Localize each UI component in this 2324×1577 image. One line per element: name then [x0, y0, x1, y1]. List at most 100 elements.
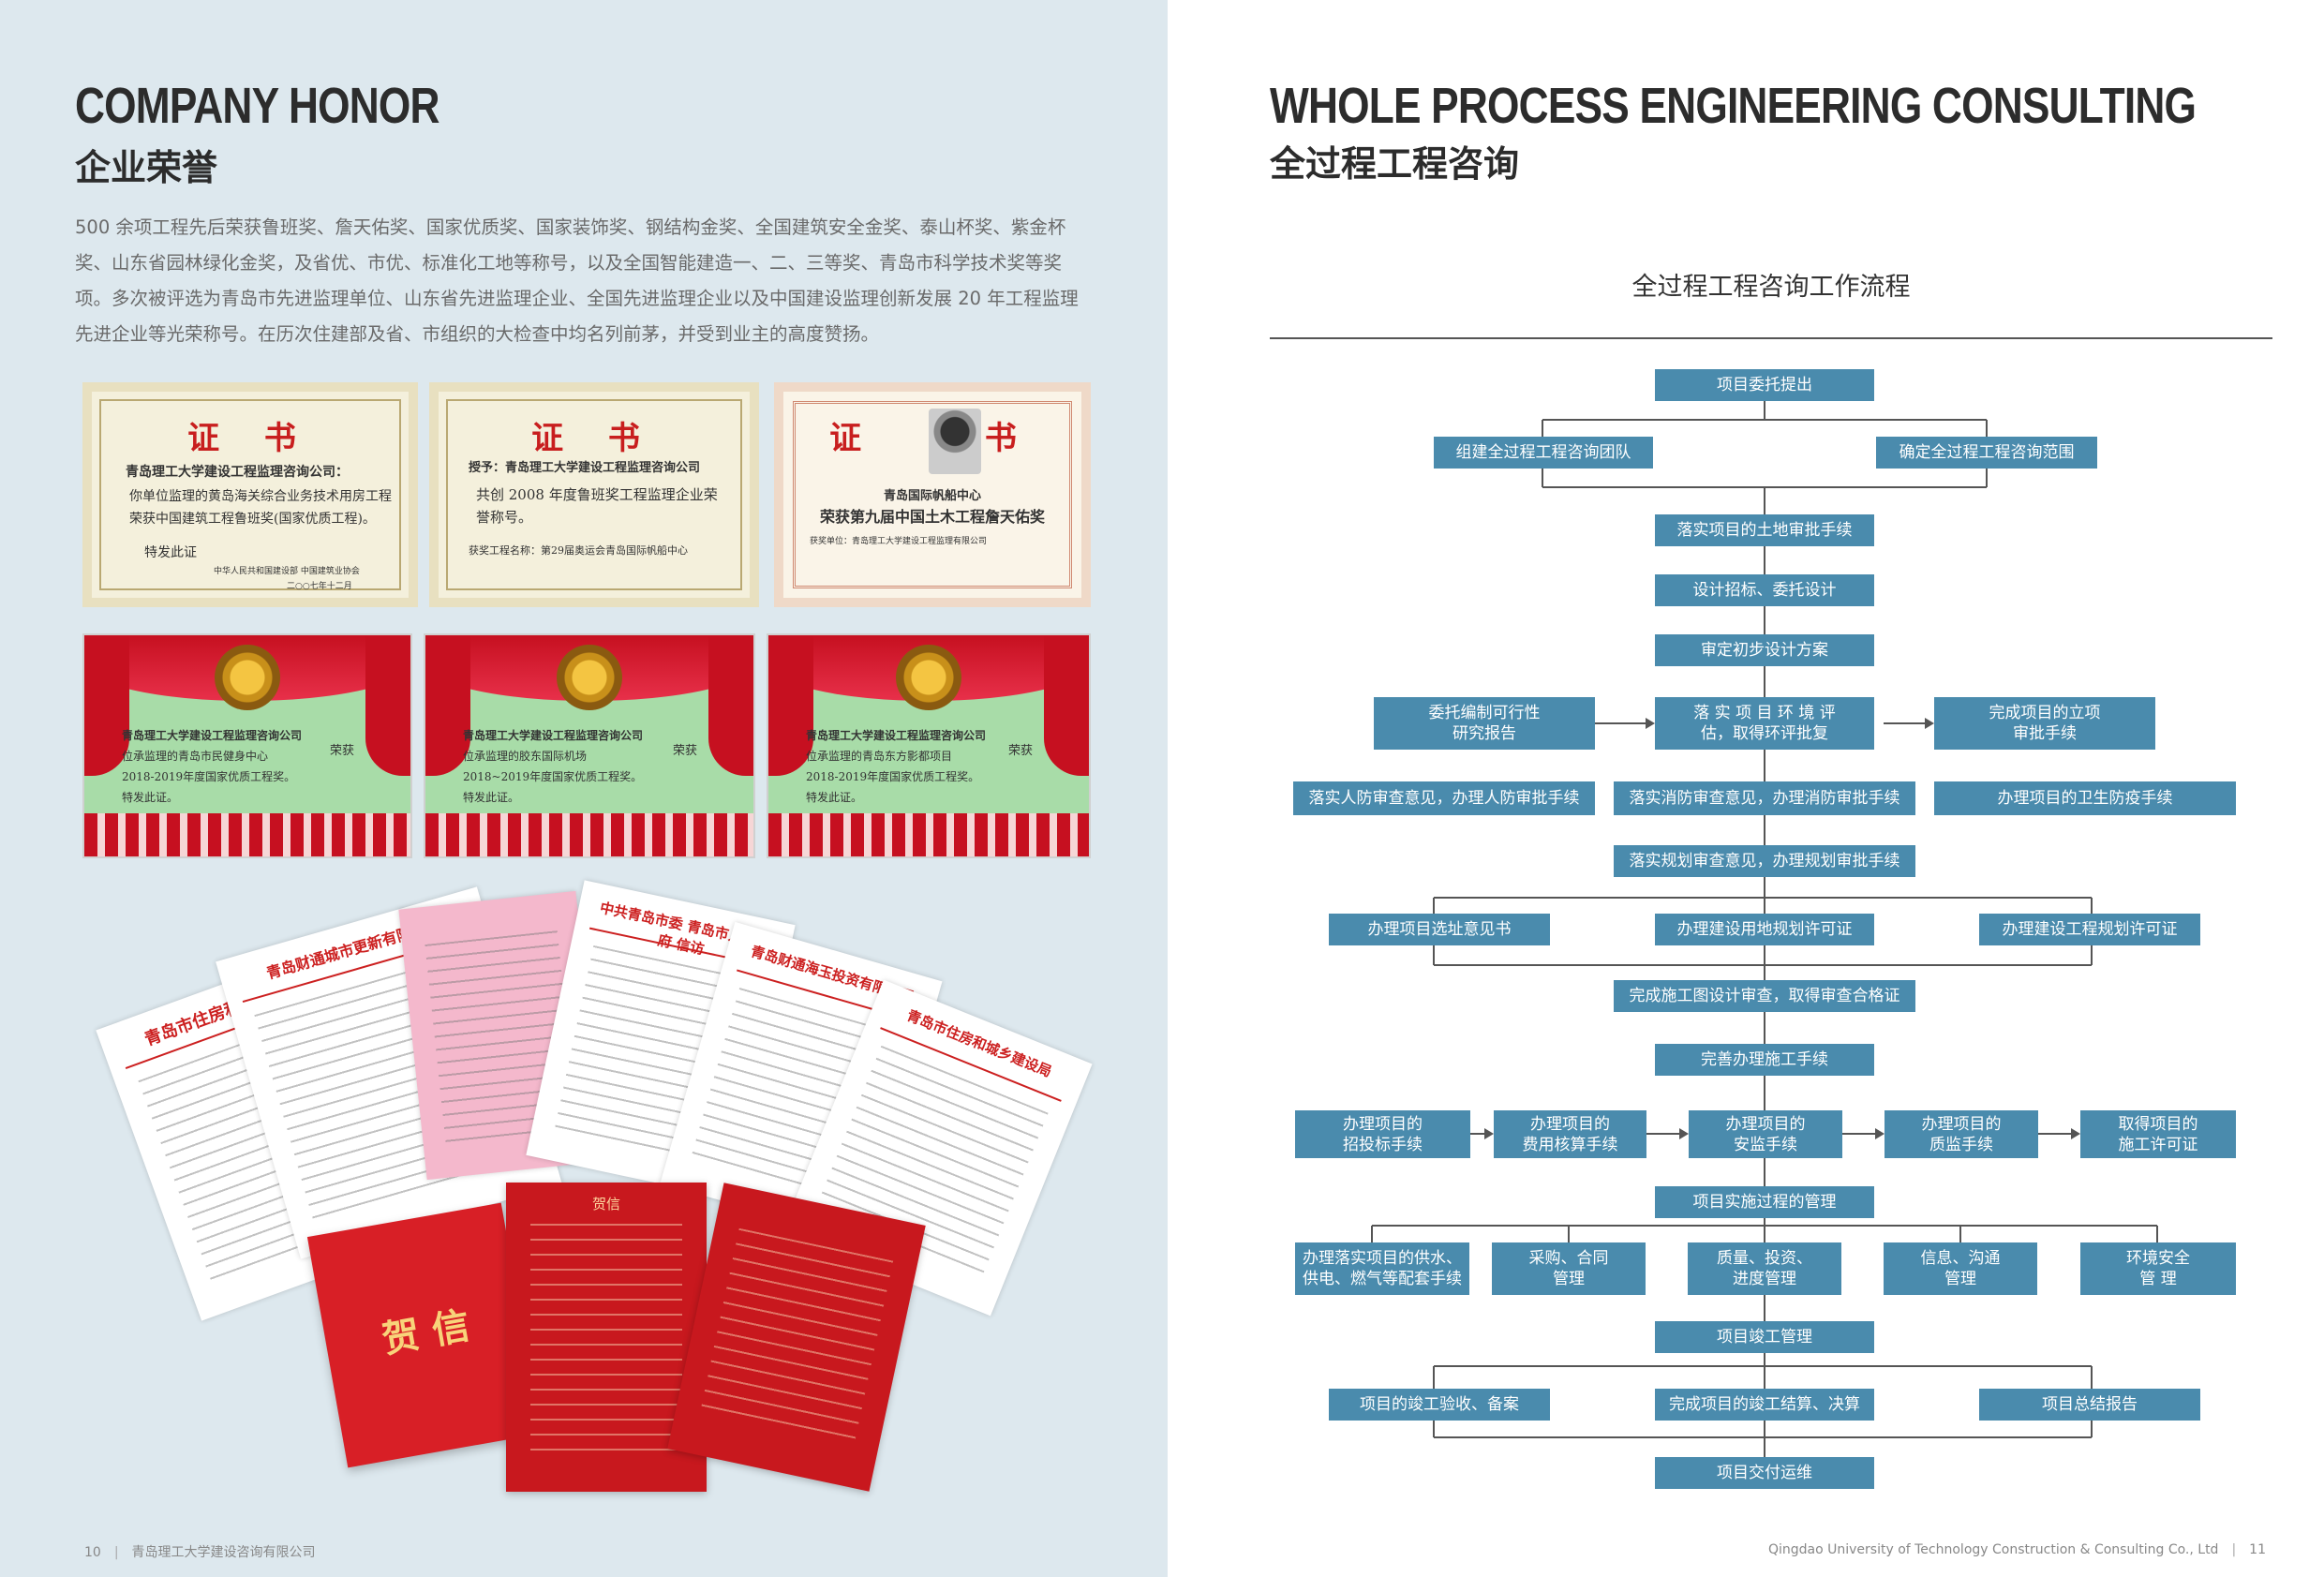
flow-node-define-scope: 确定全过程工程咨询范围	[1876, 437, 2097, 469]
consulting-title-en: WHOLE PROCESS ENGINEERING CONSULTING	[1270, 78, 2197, 134]
flow-node-summary-report: 项目总结报告	[1979, 1389, 2200, 1421]
footer-separator: |	[113, 1545, 119, 1560]
red-curtain-left	[768, 635, 813, 776]
flowchart-title: 全过程工程咨询工作流程	[1631, 273, 1911, 302]
flow-node-construction-permit: 取得项目的 施工许可证	[2080, 1110, 2236, 1158]
flow-node-completion-management: 项目竣工管理	[1655, 1321, 1874, 1353]
congratulation-letter-open: 贺信	[506, 1183, 707, 1492]
footer-right: Qingdao University of Technology Constru…	[1768, 1542, 2266, 1557]
ornamental-base	[768, 813, 1089, 856]
red-curtain-left	[84, 635, 129, 776]
certificate-heading: 证 书	[531, 420, 657, 457]
award-text: 青岛理工大学建设工程监理咨询公司 位承监理的胶东国际机场 2018~2019年度…	[463, 725, 688, 808]
flow-node-project-approval: 完成项目的立项 审批手续	[1934, 697, 2155, 750]
certificate-body: 你单位监理的黄岛海关综合业务技术用房工程荣获中国建筑工程鲁班奖(国家优质工程)。	[129, 489, 392, 527]
award-certificate-2: 青岛理工大学建设工程监理咨询公司 位承监理的胶东国际机场 2018~2019年度…	[424, 633, 755, 858]
flow-node-sanitation: 办理项目的卫生防疫手续	[1934, 781, 2236, 815]
certificate-winner: 获奖单位：青岛理工大学建设工程监理有限公司	[810, 537, 988, 546]
award-body: 位承监理的青岛东方影都项目	[806, 750, 953, 763]
certificate-luban-2007: 证 书 青岛理工大学建设工程监理咨询公司： 你单位监理的黄岛海关综合业务技术用房…	[82, 382, 418, 607]
flow-node-label: 质量、投资、 进度管理	[1717, 1249, 1812, 1288]
flow-node-cost-accounting: 办理项目的 费用核算手续	[1494, 1110, 1646, 1158]
certificate-border	[793, 401, 1072, 588]
award-rongyu: 荣获	[1007, 744, 1033, 758]
red-curtain-right	[1044, 635, 1089, 776]
flow-node-drawing-review: 完成施工图设计审查，取得审查合格证	[1614, 980, 1915, 1012]
letter-body-lines	[530, 1224, 682, 1454]
flow-node-environment-safety: 环境安全 管 理	[2080, 1242, 2236, 1295]
honor-title-cn: 企业荣誉	[75, 147, 218, 188]
honor-intro: 500 余项工程先后荣获鲁班奖、詹天佑奖、国家优质奖、国家装饰奖、钢结构金奖、全…	[75, 216, 1079, 345]
flow-node-bidding: 办理项目的 招投标手续	[1295, 1110, 1470, 1158]
award-org: 青岛理工大学建设工程监理咨询公司	[806, 729, 987, 742]
flow-node-handover-operation: 项目交付运维	[1655, 1457, 1874, 1489]
award-certificate-1: 青岛理工大学建设工程监理咨询公司 位承监理的青岛市民健身中心 2018-2019…	[82, 633, 412, 858]
flow-node-feasibility-study: 委托编制可行性 研究报告	[1374, 697, 1595, 750]
flow-node-design-tender: 设计招标、委托设计	[1655, 574, 1874, 606]
certificate-org: 授予：青岛理工大学建设工程监理咨询公司	[469, 461, 701, 475]
certificate-project: 获奖工程名称：第29届奥运会青岛国际帆船中心	[469, 544, 688, 557]
consulting-title-cn: 全过程工程咨询	[1270, 143, 1520, 185]
award-org: 青岛理工大学建设工程监理咨询公司	[463, 729, 644, 742]
flow-node-label: 办理项目的 费用核算手续	[1522, 1114, 1618, 1154]
certificate-date: 二○○七年十二月	[287, 582, 352, 591]
flow-node-project-commission: 项目委托提出	[1655, 369, 1874, 401]
award-year: 2018-2019年度国家优质工程奖。	[806, 770, 980, 783]
flow-node-site-selection: 办理项目选址意见书	[1329, 914, 1550, 945]
flow-node-safety-supervision: 办理项目的 安监手续	[1689, 1110, 1842, 1158]
national-emblem-icon	[215, 645, 280, 710]
award-body: 位承监理的青岛市民健身中心	[122, 750, 269, 763]
footer-left: 10 | 青岛理工大学建设咨询有限公司	[84, 1542, 316, 1561]
flow-node-label: 办理落实项目的供水、 供电、燃气等配套手续	[1303, 1249, 1462, 1288]
certificate-project: 青岛国际帆船中心	[883, 489, 981, 503]
footer-company-cn: 青岛理工大学建设咨询有限公司	[131, 1545, 316, 1560]
portrait-image	[929, 409, 981, 474]
flow-node-land-approval: 落实项目的土地审批手续	[1655, 514, 1874, 546]
flow-node-information-communication: 信息、沟通 管理	[1884, 1242, 2037, 1295]
certificate-closing: 特发此证	[144, 545, 197, 560]
flow-node-environment-assessment: 落 实 项 目 环 境 评 估，取得环评批复	[1655, 697, 1874, 750]
national-emblem-icon	[896, 645, 961, 710]
flowchart-rule	[1270, 337, 2272, 339]
flow-node-label: 采购、合同 管理	[1528, 1249, 1609, 1288]
flow-node-form-team: 组建全过程工程咨询团队	[1434, 437, 1653, 469]
certificate-org: 青岛理工大学建设工程监理咨询公司：	[126, 465, 349, 480]
national-emblem-icon	[557, 645, 622, 710]
congratulation-inside-title: 贺信	[591, 1196, 620, 1213]
flow-node-construction-procedures: 完善办理施工手续	[1655, 1044, 1874, 1076]
flow-node-completion-acceptance: 项目的竣工验收、备案	[1329, 1389, 1550, 1421]
flow-node-planning-approval: 落实规划审查意见，办理规划审批手续	[1614, 845, 1915, 877]
certificate-heading: 证 书	[187, 420, 313, 457]
ornamental-base	[84, 813, 410, 856]
award-org: 青岛理工大学建设工程监理咨询公司	[122, 729, 303, 742]
flow-node-label: 办理项目的 质监手续	[1921, 1114, 2002, 1154]
ornamental-base	[425, 813, 753, 856]
page-number-left: 10	[84, 1545, 101, 1560]
certificate-luban-2008: 证 书 授予：青岛理工大学建设工程监理咨询公司 共创 2008 年度鲁班奖工程监…	[429, 382, 759, 607]
flow-node-implementation-management: 项目实施过程的管理	[1655, 1186, 1874, 1218]
red-curtain-left	[425, 635, 470, 776]
certificate-body: 共创 2008 年度鲁班奖工程监理企业荣誉称号。	[476, 486, 718, 526]
flow-node-label: 委托编制可行性 研究报告	[1428, 704, 1541, 743]
flow-node-quality-supervision: 办理项目的 质监手续	[1885, 1110, 2038, 1158]
footer-separator: |	[2231, 1542, 2237, 1557]
certificate-border	[446, 399, 742, 590]
flow-node-procurement-contract: 采购、合同 管理	[1492, 1242, 1646, 1295]
award-rongyu: 荣获	[329, 744, 354, 758]
flow-node-label: 取得项目的 施工许可证	[2118, 1114, 2198, 1154]
award-certificate-3: 青岛理工大学建设工程监理咨询公司 位承监理的青岛东方影都项目 2018-2019…	[767, 633, 1091, 858]
flow-node-civil-defense: 落实人防审查意见，办理人防审批手续	[1293, 781, 1595, 815]
flow-node-utilities: 办理落实项目的供水、 供电、燃气等配套手续	[1295, 1242, 1469, 1295]
certificate-body: 荣获第九届中国土木工程詹天佑奖	[819, 508, 1045, 526]
footer-company-en: Qingdao University of Technology Constru…	[1767, 1542, 2219, 1557]
left-page: COMPANY HONOR 企业荣誉 500 余项工程先后荣获鲁班奖、詹天佑奖、…	[0, 0, 1168, 1577]
award-rongyu: 荣获	[672, 744, 697, 758]
award-closing: 特发此证。	[806, 791, 863, 804]
flow-node-label: 环境安全 管 理	[2126, 1249, 2190, 1288]
flow-node-label: 完成项目的立项 审批手续	[1989, 704, 2101, 743]
award-year: 2018~2019年度国家优质工程奖。	[463, 770, 643, 783]
page-number-right: 11	[2249, 1542, 2266, 1557]
award-year: 2018-2019年度国家优质工程奖。	[122, 770, 296, 783]
certificate-issuer: 中华人民共和国建设部 中国建筑业协会	[214, 567, 360, 576]
